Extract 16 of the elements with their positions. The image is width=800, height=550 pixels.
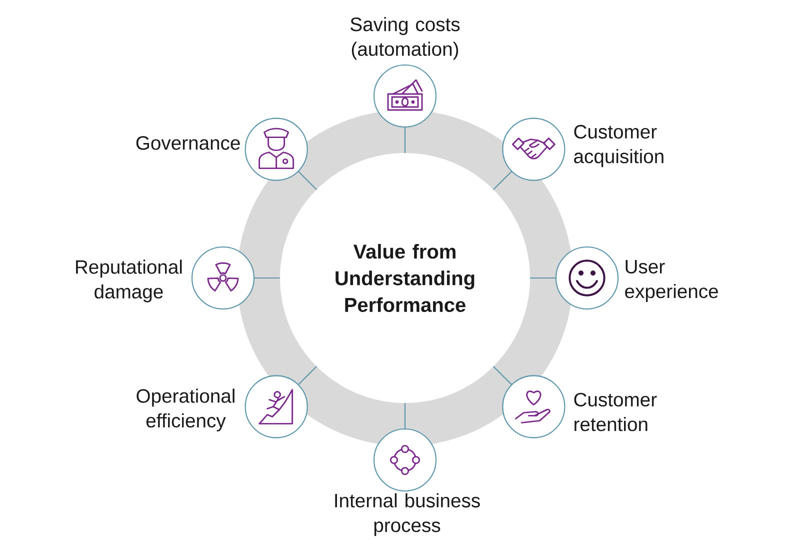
connector-line: [493, 366, 512, 386]
connector-line: [404, 403, 406, 429]
connector-line: [298, 366, 317, 386]
node-label: Governance: [136, 136, 240, 150]
connector-line: [404, 127, 406, 153]
node-label: User experience: [625, 260, 718, 302]
node-label: Reputational damage: [76, 260, 182, 302]
node-label: Operational efficiency: [136, 388, 234, 432]
node-label: Saving costs (automation): [350, 17, 460, 60]
connector-line: [254, 277, 280, 279]
node-label: Internal business process: [335, 493, 480, 536]
connector-line: [530, 277, 556, 279]
node-label: Customer acquisition: [574, 124, 664, 168]
node-label: Customer retention: [574, 392, 657, 432]
connector-line: [298, 170, 317, 190]
connector-line: [493, 170, 512, 190]
